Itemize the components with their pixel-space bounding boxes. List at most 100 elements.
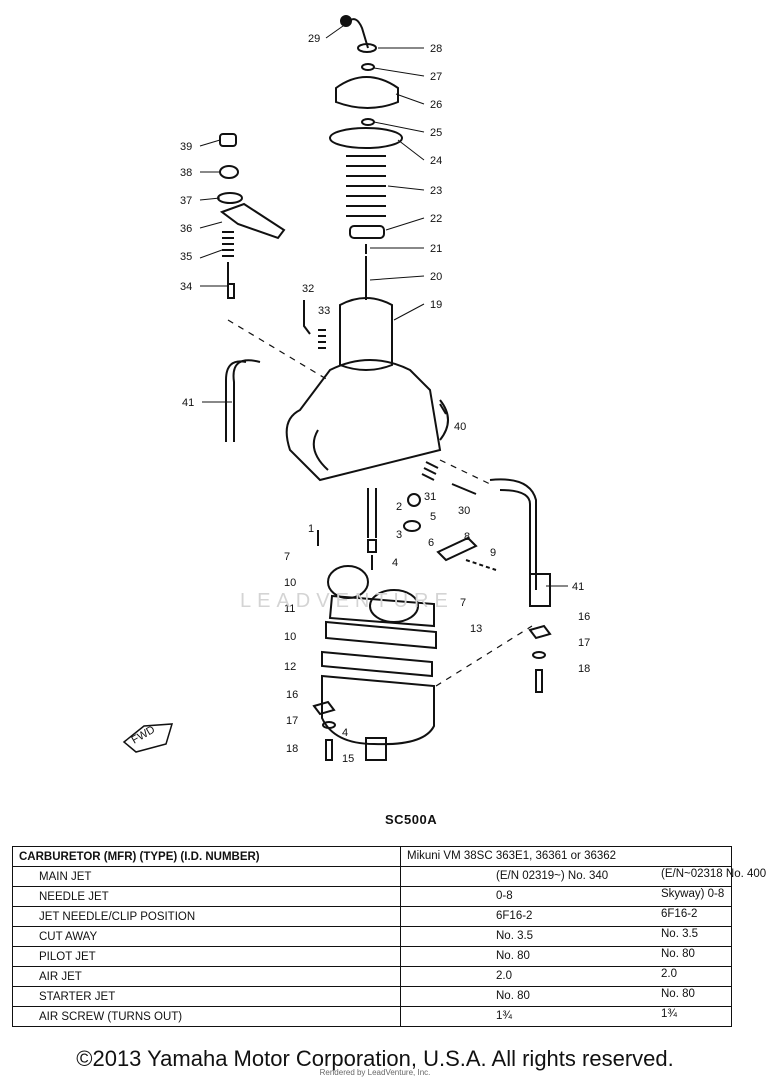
part-number-17: 17	[286, 715, 298, 727]
spec-value-1: No. 3.5	[496, 930, 534, 942]
lever-36	[219, 202, 286, 240]
screw-32	[303, 300, 311, 335]
hose-41-left	[225, 359, 261, 442]
part-number-33: 33	[318, 305, 330, 317]
part-number-11: 11	[284, 603, 295, 615]
spec-row: JET NEEDLE/CLIP POSITION 6F16-2 6F16-2	[12, 906, 732, 927]
part-number-17: 17	[578, 637, 590, 649]
float-bowl-12	[321, 674, 435, 746]
part-number-16: 16	[286, 689, 298, 701]
spec-value-1: No. 80	[496, 950, 530, 962]
spec-label: PILOT JET	[12, 946, 401, 967]
part-number-26: 26	[430, 99, 442, 111]
spec-value-1: 2.0	[496, 970, 512, 982]
carburetor-body	[285, 359, 442, 482]
part-number-7: 7	[284, 551, 290, 563]
spec-row: MAIN JET(E/N 02319~) No. 340(E/N~02318 N…	[12, 866, 766, 887]
spec-value-cell: No. 80 No. 80	[400, 986, 732, 1007]
seal-5	[407, 493, 421, 507]
spec-value-2: No. 80	[661, 988, 695, 1000]
spec-label: CUT AWAY	[12, 926, 401, 947]
part-number-labels: 1234456778910101112131516161717181819202…	[180, 33, 590, 765]
part-number-6: 6	[428, 537, 434, 549]
gasket-24	[329, 127, 403, 149]
drain-plug-15	[365, 737, 387, 761]
hose-end-29	[340, 15, 352, 27]
washer-17-right	[532, 651, 546, 659]
exploded-parts-diagram: 1234456778910101112131516161717181819202…	[122, 15, 590, 765]
spec-label: MAIN JET	[12, 866, 401, 887]
part-number-41: 41	[572, 581, 584, 593]
part-number-10: 10	[284, 577, 296, 589]
spec-value-1: No. 80	[496, 990, 530, 1002]
spring-35	[222, 231, 234, 257]
spec-label: AIR JET	[12, 966, 401, 987]
part-number-4: 4	[392, 557, 398, 569]
plate-16-left	[312, 700, 336, 716]
spec-value-2: 2.0	[661, 968, 677, 980]
part-number-25: 25	[430, 127, 442, 139]
part-number-7: 7	[460, 597, 466, 609]
washer-37	[217, 192, 243, 204]
gasket-10-upper	[328, 594, 435, 628]
part-number-24: 24	[430, 155, 442, 167]
spec-value-cell: 2.0 2.0	[400, 966, 732, 987]
spec-value-1: 0-8	[496, 890, 513, 902]
part-number-5: 5	[430, 511, 436, 523]
spec-value-2: (E/N~02318 No. 400	[661, 868, 766, 880]
part-number-4: 4	[342, 727, 348, 739]
spec-value-1: Mikuni VM 38SC 363E1, 36361 or 36362	[407, 850, 617, 862]
watermark-logo-text: LEADVENTURE	[240, 590, 454, 612]
part-number-22: 22	[430, 213, 442, 225]
spec-value-1: 6F16-2	[496, 910, 533, 922]
spec-value-cell: (E/N 02319~) No. 340(E/N~02318 No. 400	[400, 866, 766, 887]
washer-17-left	[322, 721, 336, 729]
gasket-11	[325, 620, 437, 650]
part-number-2: 2	[396, 501, 402, 513]
part-number-10: 10	[284, 631, 296, 643]
spec-row: STARTER JET No. 80 No. 80	[12, 986, 732, 1007]
part-number-13: 13	[470, 623, 482, 635]
spec-value-2: No. 3.5	[661, 928, 699, 940]
part-number-30: 30	[458, 505, 470, 517]
part-number-15: 15	[342, 753, 354, 765]
spec-header-row: CARBURETOR (MFR) (TYPE) (I.D. NUMBER) Mik…	[12, 846, 732, 867]
part-number-34: 34	[180, 281, 192, 293]
fwd-label: FWD	[130, 724, 158, 747]
part-number-1: 1	[308, 523, 314, 535]
part-number-31: 31	[424, 491, 436, 503]
top-cap-26	[335, 76, 399, 109]
part-number-3: 3	[396, 529, 402, 541]
render-watermark: Rendered by LeadVenture, Inc.	[319, 1068, 431, 1077]
throttle-valve-19	[339, 297, 393, 371]
spec-value-cell: No. 80 No. 80	[400, 946, 732, 967]
pin-9	[465, 559, 497, 571]
throttle-bore	[312, 399, 449, 471]
spec-value-cell: No. 3.5 No. 3.5	[400, 926, 732, 947]
part-number-21: 21	[430, 243, 442, 255]
nut-38	[219, 165, 239, 179]
spec-label: STARTER JET	[12, 986, 401, 1007]
plate-8	[436, 536, 478, 562]
part-number-40: 40	[454, 421, 466, 433]
spec-label: JET NEEDLE/CLIP POSITION	[12, 906, 401, 927]
part-number-20: 20	[430, 271, 442, 283]
spec-value-2: 6F16-2	[661, 908, 698, 920]
spec-value-cell: Mikuni VM 38SC 363E1, 36361 or 36362	[400, 846, 732, 867]
spec-label: CARBURETOR (MFR) (TYPE) (I.D. NUMBER)	[12, 846, 401, 867]
needle-jet-2	[367, 488, 377, 538]
part-number-12: 12	[284, 661, 296, 673]
hose-clamp-28	[357, 43, 377, 53]
part-number-36: 36	[180, 223, 192, 235]
spring-seat-22	[349, 225, 385, 239]
spec-label: AIR SCREW (TURNS OUT)	[12, 1006, 401, 1027]
part-number-41: 41	[182, 397, 194, 409]
part-number-16: 16	[578, 611, 590, 623]
o-ring-25	[361, 118, 375, 126]
part-number-18: 18	[286, 743, 298, 755]
spec-value-2: No. 80	[661, 948, 695, 960]
dash-line-bowl	[435, 625, 533, 687]
